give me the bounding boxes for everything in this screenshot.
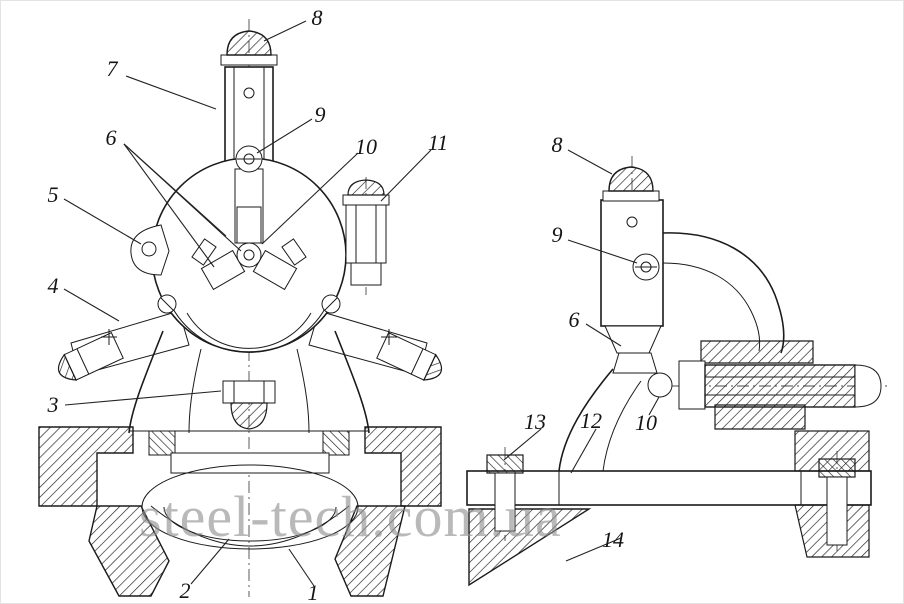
part-label-4: 4 [47,273,59,298]
part-label-9: 9 [314,102,326,127]
part-label-2: 2 [179,578,191,603]
curved-bracket [662,232,814,430]
leader-lines-left [63,20,432,587]
adjusting-screw-rod [678,360,882,410]
cap-part-8-right [602,166,660,202]
side-arm-right [308,310,443,381]
part-label-8: 8 [311,5,323,30]
part-label-7: 7 [106,56,118,81]
part-label-5: 5 [47,182,59,207]
part-label-9: 9 [551,222,563,247]
part-label-12: 12 [580,408,602,433]
part-label-3: 3 [47,392,59,417]
base-section-left-view [38,426,442,597]
part-label-1: 1 [307,580,319,604]
base-right-view [466,430,872,587]
arm-to-base [558,368,642,472]
right-view-drawing [466,149,889,587]
part-label-10: 10 [635,410,657,435]
leader-lines-right [503,149,660,562]
part-label-10: 10 [355,134,377,159]
ball-part-10-right [647,372,673,398]
bolt-part-3 [222,380,276,430]
post-right-view [600,199,664,327]
part-label-13: 13 [524,409,546,434]
part-label-11: 11 [427,130,449,155]
part-label-6: 6 [105,125,117,150]
cap-part-8-left [220,30,278,66]
ball-part-10-left [236,242,262,268]
part-label-8: 8 [551,132,563,157]
fitting-part-11 [342,179,390,286]
left-view-drawing [38,19,443,597]
part-label-14: 14 [602,527,624,552]
lobe-part-5 [130,224,170,276]
nose-part-6-right [604,325,662,374]
arm-screws [101,294,397,345]
part-label-6: 6 [568,307,580,332]
side-arm-left [57,310,190,381]
